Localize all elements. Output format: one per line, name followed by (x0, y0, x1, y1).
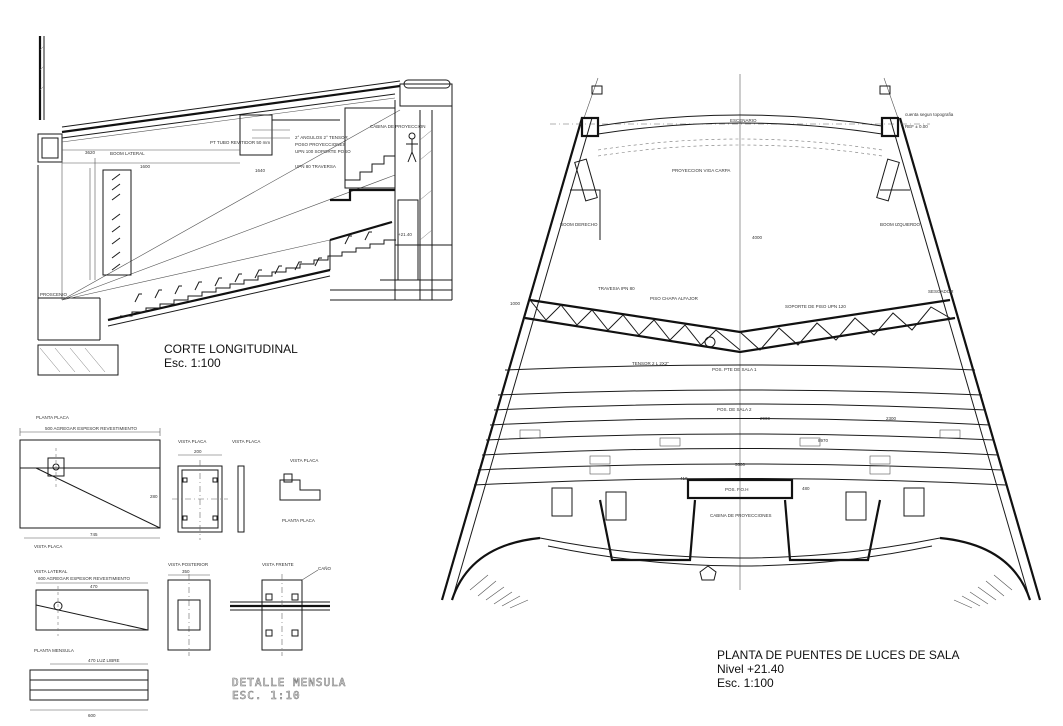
dim-470: 470 (90, 584, 98, 589)
cabin-label: CABINA DE PROYECCION (370, 124, 426, 129)
vista-placa-2-label: VISTA PLACA (178, 439, 206, 444)
level-label: +21.40 (398, 232, 412, 237)
boom-izq-label: BOOM IZQUIERDO (880, 222, 921, 227)
vista-placa-3-label: VISTA PLACA (232, 439, 260, 444)
lighting-bridge-plan: ESCENARIO PROYECCION VIGA CARPA BOOM DER… (440, 74, 1042, 609)
boom-der-label: BOOM DERECHO (560, 222, 598, 227)
cano-label: CAÑO (318, 565, 332, 571)
dim-label-3: 1640 (255, 168, 266, 173)
revest-note-2: 600 AGREGAR ESPESOR REVESTIMIENTO (38, 576, 130, 581)
section-scale: Esc. 1:100 (164, 356, 221, 370)
dim-f: 2300 (886, 416, 897, 421)
dim-e: 2900 (760, 416, 771, 421)
dim-350: 350 (182, 569, 190, 574)
detail-scale: ESC. 1:10 (232, 689, 301, 703)
detail-title-block: DETALLE MENSULA ESC. 1:10 (232, 676, 347, 703)
ref-label: REF ± 0.00 (905, 124, 928, 129)
section-title: CORTE LONGITUDINAL (164, 342, 298, 356)
revest-note: 500 AGREGAR ESPESOR REVESTIMIENTO (45, 426, 137, 431)
dim-745: 745 (90, 532, 98, 537)
note-label-3: UPN 100 SOPORTE POSO (295, 149, 351, 154)
pos1-label: POS. PTE DE SALA 1 (712, 367, 757, 372)
dim-label-2: 1600 (140, 164, 151, 169)
note-label-2: POSO PROYECCIONES (295, 142, 346, 147)
dim-200: 200 (194, 449, 202, 454)
plan-title-block: PLANTA DE PUENTES DE LUCES DE SALA Nivel… (717, 648, 960, 690)
cabina-plan-label: CABINA DE PROYECCIONES (710, 513, 772, 518)
dim-d: 1000 (510, 301, 521, 306)
vista-frente-label: VISTA FRENTE (262, 562, 294, 567)
planta-mensula-label: PLANTA MENSULA (34, 648, 74, 653)
tensor-label: TENSOR 2 L 2X2" (632, 361, 669, 366)
dim-g: 410 (680, 476, 688, 481)
vista-placa-4-label: VISTA PLACA (290, 458, 318, 463)
chapa-label: PISO CHAPA ALFAJOR (650, 296, 699, 301)
dim-h: 480 (802, 486, 810, 491)
bracket-detail: PLANTA PLACA 500 AGREGAR ESPESOR REVESTI… (19, 415, 332, 718)
dim-600: 600 (88, 713, 96, 718)
dim-c: 8970 (818, 438, 829, 443)
proyector-label: PROYECCION VIGA CARPA (672, 168, 730, 173)
note-label-4: UPN 80 TRAVERSA (295, 164, 336, 169)
note-label-5: PT TUBO REVITIDOR 50 mm (210, 140, 270, 145)
detail-title: DETALLE MENSULA (232, 676, 347, 690)
longitudinal-section: BOOM LATERAL PROSCENIO CABINA DE PROYECC… (37, 36, 453, 376)
escenario-label: ESCENARIO (730, 118, 757, 123)
pos2-label: POS. DE SALA 2 (717, 407, 752, 412)
note-label-1: 2° ANGULOS 2° TENSOR (295, 135, 349, 140)
planta-placa-label: PLANTA PLACA (36, 415, 69, 420)
dim-a: 5500 (735, 462, 746, 467)
vista-posterior-label: VISTA POSTERIOR (168, 562, 209, 567)
dim-280: 280 (150, 494, 158, 499)
foh-label: POS. F.O.H (725, 487, 749, 492)
proscenio-label: PROSCENIO (40, 292, 68, 297)
planta-placa-2-label: PLANTA PLACA (282, 518, 315, 523)
sesgo-label: SESGADOR (928, 289, 954, 294)
plan-scale: Esc. 1:100 (717, 676, 774, 690)
plan-title: PLANTA DE PUENTES DE LUCES DE SALA (717, 648, 960, 662)
soporte-label: SOPORTE DE PISO UPN 120 (785, 304, 846, 309)
luz-libre-label: 470 LUZ LIBRE (88, 658, 120, 663)
vista-placa-label: VISTA PLACA (34, 544, 62, 549)
section-title-block: CORTE LONGITUDINAL Esc. 1:100 (164, 342, 298, 370)
dim-b: 4000 (752, 235, 763, 240)
plan-level: Nivel +21.40 (717, 662, 785, 676)
travesia-label: TRAVESIA IPN 80 (598, 286, 635, 291)
vista-lateral-label: VISTA LATERAL (34, 569, 68, 574)
boom-label: BOOM LATERAL (110, 151, 145, 156)
topo-label: cuenta segun topografia (905, 112, 954, 117)
dim-label-1: 3620 (85, 150, 96, 155)
